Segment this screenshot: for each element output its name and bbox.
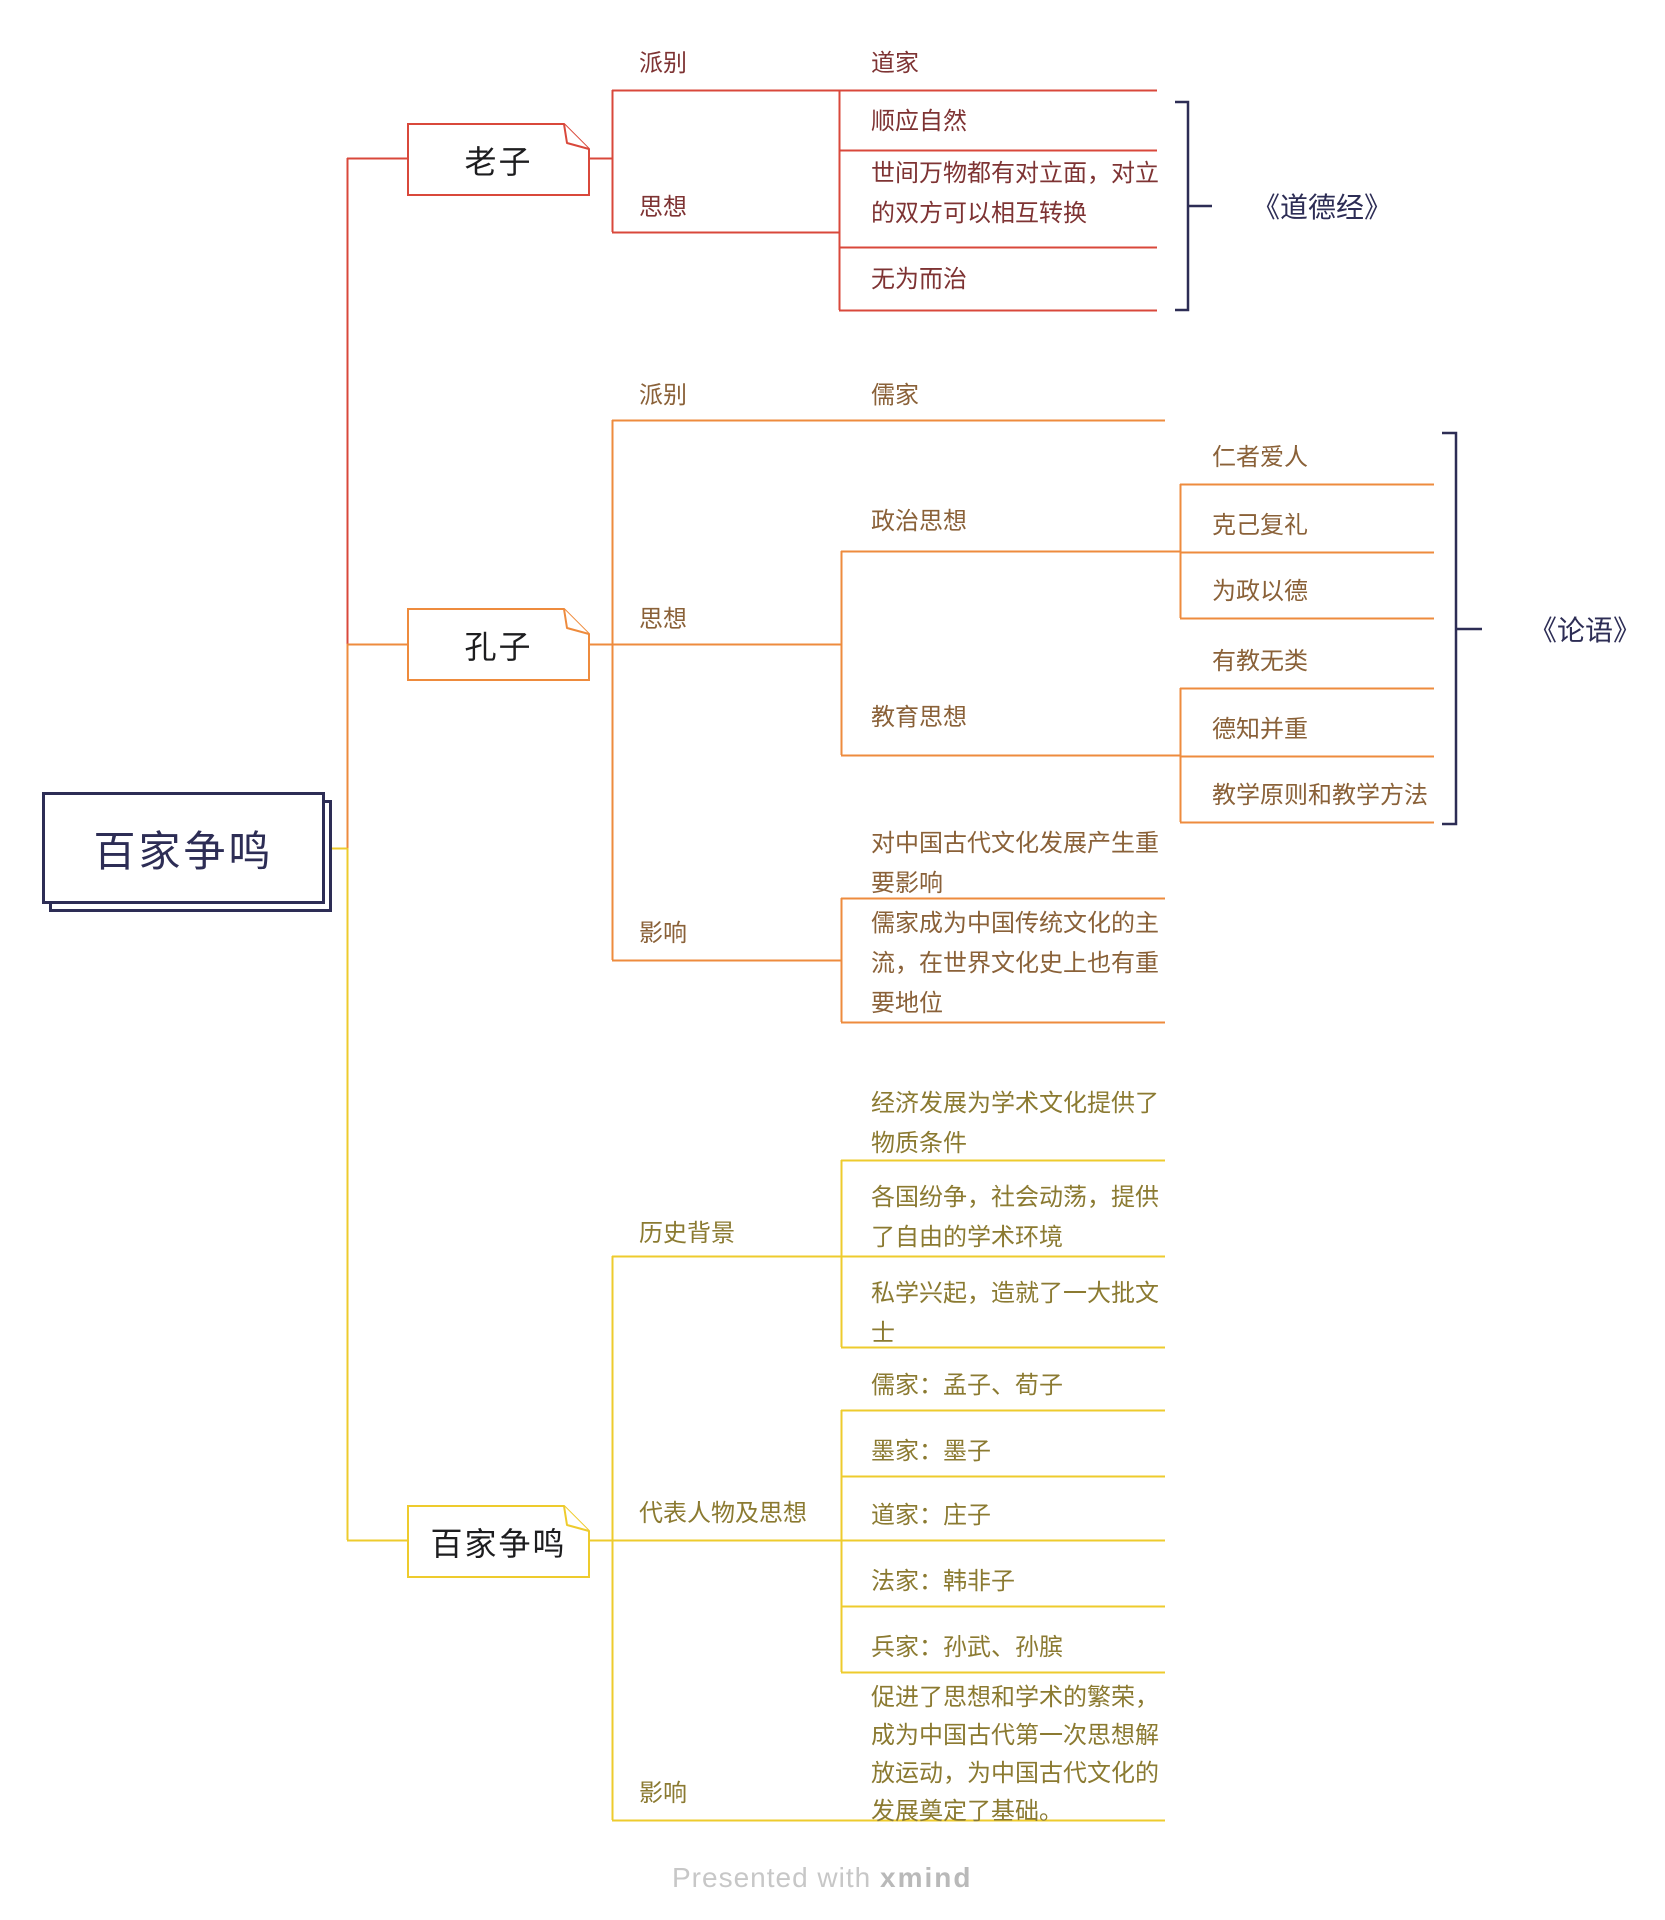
kongzi-topic-box: [407, 608, 590, 681]
baijia-lishi-item[interactable]: 私学兴起，造就了一大批文士: [871, 1280, 1159, 1347]
baijia-lishi-item[interactable]: 各国纷争，社会动荡，提供了自由的学术环境: [871, 1184, 1159, 1251]
laozi-topic[interactable]: 老子: [407, 123, 590, 196]
laozi-idea-item[interactable]: 世间万物都有对立面，对立的双方可以相互转换: [871, 160, 1159, 227]
baijia-topic-label: 百家争鸣: [430, 1525, 567, 1562]
baijia-lishi-label[interactable]: 历史背景: [639, 1220, 735, 1247]
folded-corner-icon: [563, 1505, 590, 1532]
laozi-topic-box: [407, 123, 590, 196]
baijia-daibiao-item[interactable]: 儒家：孟子、荀子: [871, 1372, 1063, 1399]
laozi-paibie-value[interactable]: 道家: [871, 50, 919, 77]
laozi-paibie-label[interactable]: 派别: [639, 50, 687, 77]
xmind-logo: xmind: [880, 1862, 973, 1893]
baijia-topic[interactable]: 百家争鸣: [407, 1505, 590, 1578]
kongzi-jiaoyu-item[interactable]: 教学原则和教学方法: [1212, 782, 1428, 809]
kongzi-topic[interactable]: 孔子: [407, 608, 590, 681]
kongzi-paibie-label[interactable]: 派别: [639, 382, 687, 409]
kongzi-topic-label: 孔子: [464, 628, 533, 665]
daodejing-bracket-icon: [1175, 100, 1212, 312]
baijia-daibiao-item[interactable]: 法家：韩非子: [871, 1568, 1015, 1595]
kongzi-zhengzhi-label[interactable]: 政治思想: [871, 508, 967, 535]
kongzi-zhengzhi-item[interactable]: 为政以德: [1212, 578, 1308, 605]
kongzi-jiaoyu-item[interactable]: 有教无类: [1212, 648, 1308, 675]
kongzi-yingxiang-label[interactable]: 影响: [639, 920, 687, 947]
kongzi-zhengzhi-item[interactable]: 克己复礼: [1212, 512, 1308, 539]
folded-corner-icon: [563, 608, 590, 635]
baijia-topic-box: [407, 1505, 590, 1578]
kongzi-paibie-value[interactable]: 儒家: [871, 382, 919, 409]
baijia-yingxiang-item[interactable]: 促进了思想和学术的繁荣，成为中国古代第一次思想解放运动，为中国古代文化的发展奠定…: [871, 1684, 1159, 1825]
lunyu-bracket-icon: [1442, 431, 1482, 826]
daodejing-summary-label[interactable]: 《道德经》: [1252, 192, 1393, 223]
baijia-daibiao-item[interactable]: 墨家：墨子: [871, 1438, 991, 1465]
kongzi-jiaoyu-item[interactable]: 德知并重: [1212, 716, 1308, 743]
laozi-sixiang-label[interactable]: 思想: [639, 194, 687, 221]
laozi-branch-lines: [347, 89, 1157, 312]
kongzi-sixiang-label[interactable]: 思想: [639, 606, 687, 633]
baijia-daibiao-item[interactable]: 道家：庄子: [871, 1502, 991, 1529]
baijia-branch-lines: [347, 1159, 1165, 1822]
kongzi-jiaoyu-label[interactable]: 教育思想: [871, 704, 967, 731]
kongzi-yingxiang-item[interactable]: 对中国古代文化发展产生重要影响: [871, 830, 1159, 897]
folded-corner-icon: [563, 123, 590, 150]
laozi-idea-item[interactable]: 顺应自然: [871, 108, 967, 135]
watermark: Presented with xmind: [672, 1862, 972, 1894]
root-topic-label: 百家争鸣: [93, 827, 274, 875]
kongzi-zhengzhi-item[interactable]: 仁者爱人: [1212, 444, 1308, 471]
laozi-idea-item[interactable]: 无为而治: [871, 266, 967, 293]
laozi-topic-label: 老子: [464, 143, 533, 180]
lunyu-summary-label[interactable]: 《论语》: [1529, 615, 1642, 646]
kongzi-branch-lines: [347, 419, 1434, 1024]
main-trunk: [324, 158, 349, 1540]
baijia-lishi-item[interactable]: 经济发展为学术文化提供了物质条件: [871, 1090, 1159, 1157]
baijia-daibiao-item[interactable]: 兵家：孙武、孙膑: [871, 1634, 1063, 1661]
baijia-daibiao-label[interactable]: 代表人物及思想: [639, 1500, 807, 1527]
root-topic[interactable]: 百家争鸣: [42, 792, 325, 904]
kongzi-yingxiang-item[interactable]: 儒家成为中国传统文化的主流，在世界文化史上也有重要地位: [871, 910, 1159, 1017]
watermark-text: Presented with: [672, 1862, 880, 1893]
baijia-yingxiang-label[interactable]: 影响: [639, 1780, 687, 1807]
